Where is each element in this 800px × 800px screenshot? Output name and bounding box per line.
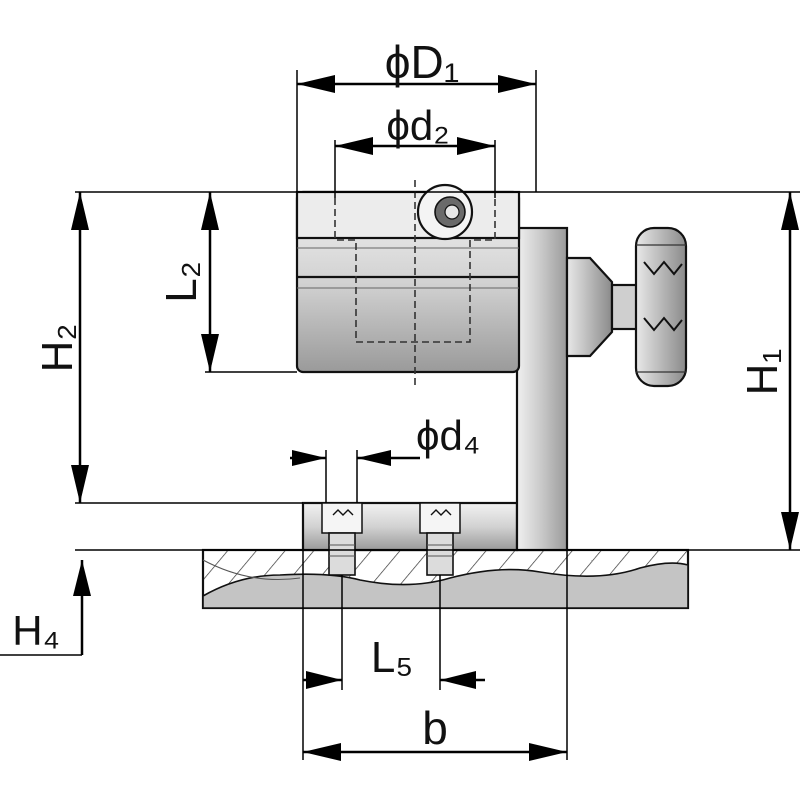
label-d2: ϕd₂ xyxy=(386,102,449,149)
dimension-lines xyxy=(71,75,799,761)
label-l5: L₅ xyxy=(371,633,413,682)
label-d1: ϕD₁ xyxy=(385,36,460,88)
holder-body xyxy=(295,180,521,385)
label-h1: H₁ xyxy=(738,349,787,396)
adjustment-knob xyxy=(565,226,688,388)
extension-lines xyxy=(0,70,800,760)
bolt-right xyxy=(426,509,454,576)
clamp-screw-icon xyxy=(416,183,474,241)
label-h4: H₄ xyxy=(12,607,59,654)
label-l2: L₂ xyxy=(157,261,206,303)
label-b: b xyxy=(422,702,448,754)
support-post xyxy=(515,226,569,552)
label-d4: ϕd₄ xyxy=(416,412,480,459)
foot-block xyxy=(301,501,519,552)
label-h2: H₂ xyxy=(33,324,82,373)
